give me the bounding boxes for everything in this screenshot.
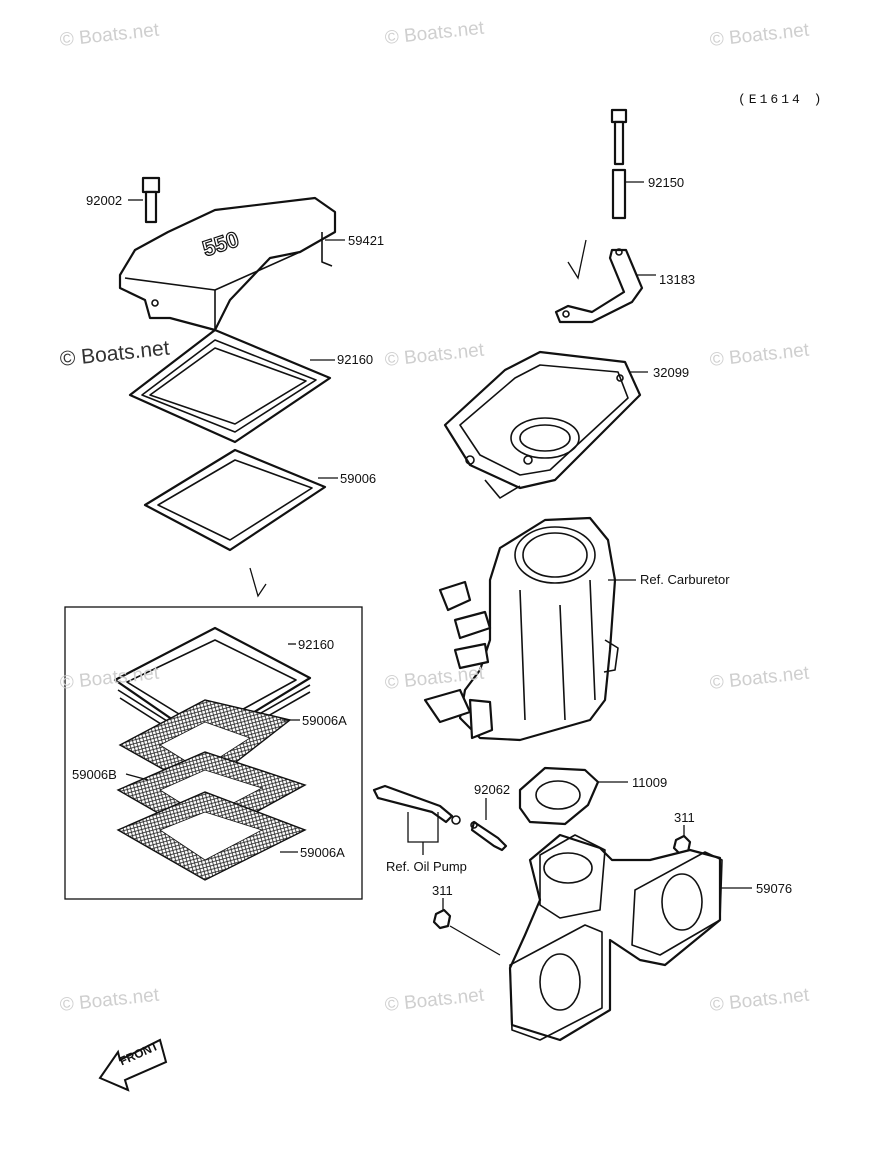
filter-59006: [143, 448, 327, 552]
fitting-92062: [470, 820, 508, 852]
part-label-13183: 13183: [659, 272, 696, 287]
nut-311-left: [432, 908, 452, 930]
bolt-92150: [610, 108, 628, 220]
airbox-32099: [443, 350, 642, 499]
part-label-ref-carburetor: Ref. Carburetor: [640, 572, 730, 587]
part-label-11009: 11009: [632, 775, 668, 790]
part-label-92002: 92002: [86, 193, 123, 208]
cover-59421: 550: [118, 196, 337, 332]
diagram-code: (E1614 ): [738, 92, 825, 107]
part-label-ref-oil-pump: Ref. Oil Pump: [386, 859, 467, 874]
manifold-59076: [508, 833, 723, 1042]
part-label-59076: 59076: [756, 881, 793, 896]
part-label-92160-top: 92160: [337, 352, 374, 367]
carburetor-ref: [423, 516, 619, 742]
inset-box: [64, 606, 363, 900]
part-label-92160-box: 92160: [298, 637, 335, 652]
gasket-92160-top: [128, 328, 332, 444]
part-label-59421: 59421: [348, 233, 385, 248]
part-label-32099: 32099: [653, 365, 690, 380]
mesh-59006A-bottom: [116, 791, 307, 881]
part-label-59006A-top: 59006A: [302, 713, 347, 728]
part-label-59006A-bottom: 59006A: [300, 845, 345, 860]
part-label-92150: 92150: [648, 175, 685, 190]
bracket-13183: [554, 248, 644, 324]
oil-pump-hose: [372, 784, 461, 825]
part-label-311-right: 311: [674, 810, 695, 825]
gasket-11009: [518, 766, 600, 826]
part-label-59006B: 59006B: [72, 767, 117, 782]
part-label-59006: 59006: [340, 471, 377, 486]
front-arrow: [98, 1038, 168, 1092]
bolt-92002: [141, 176, 161, 224]
mesh-59006A-top: [118, 699, 292, 791]
part-label-311-left: 311: [432, 883, 453, 898]
part-label-92062: 92062: [474, 782, 511, 797]
